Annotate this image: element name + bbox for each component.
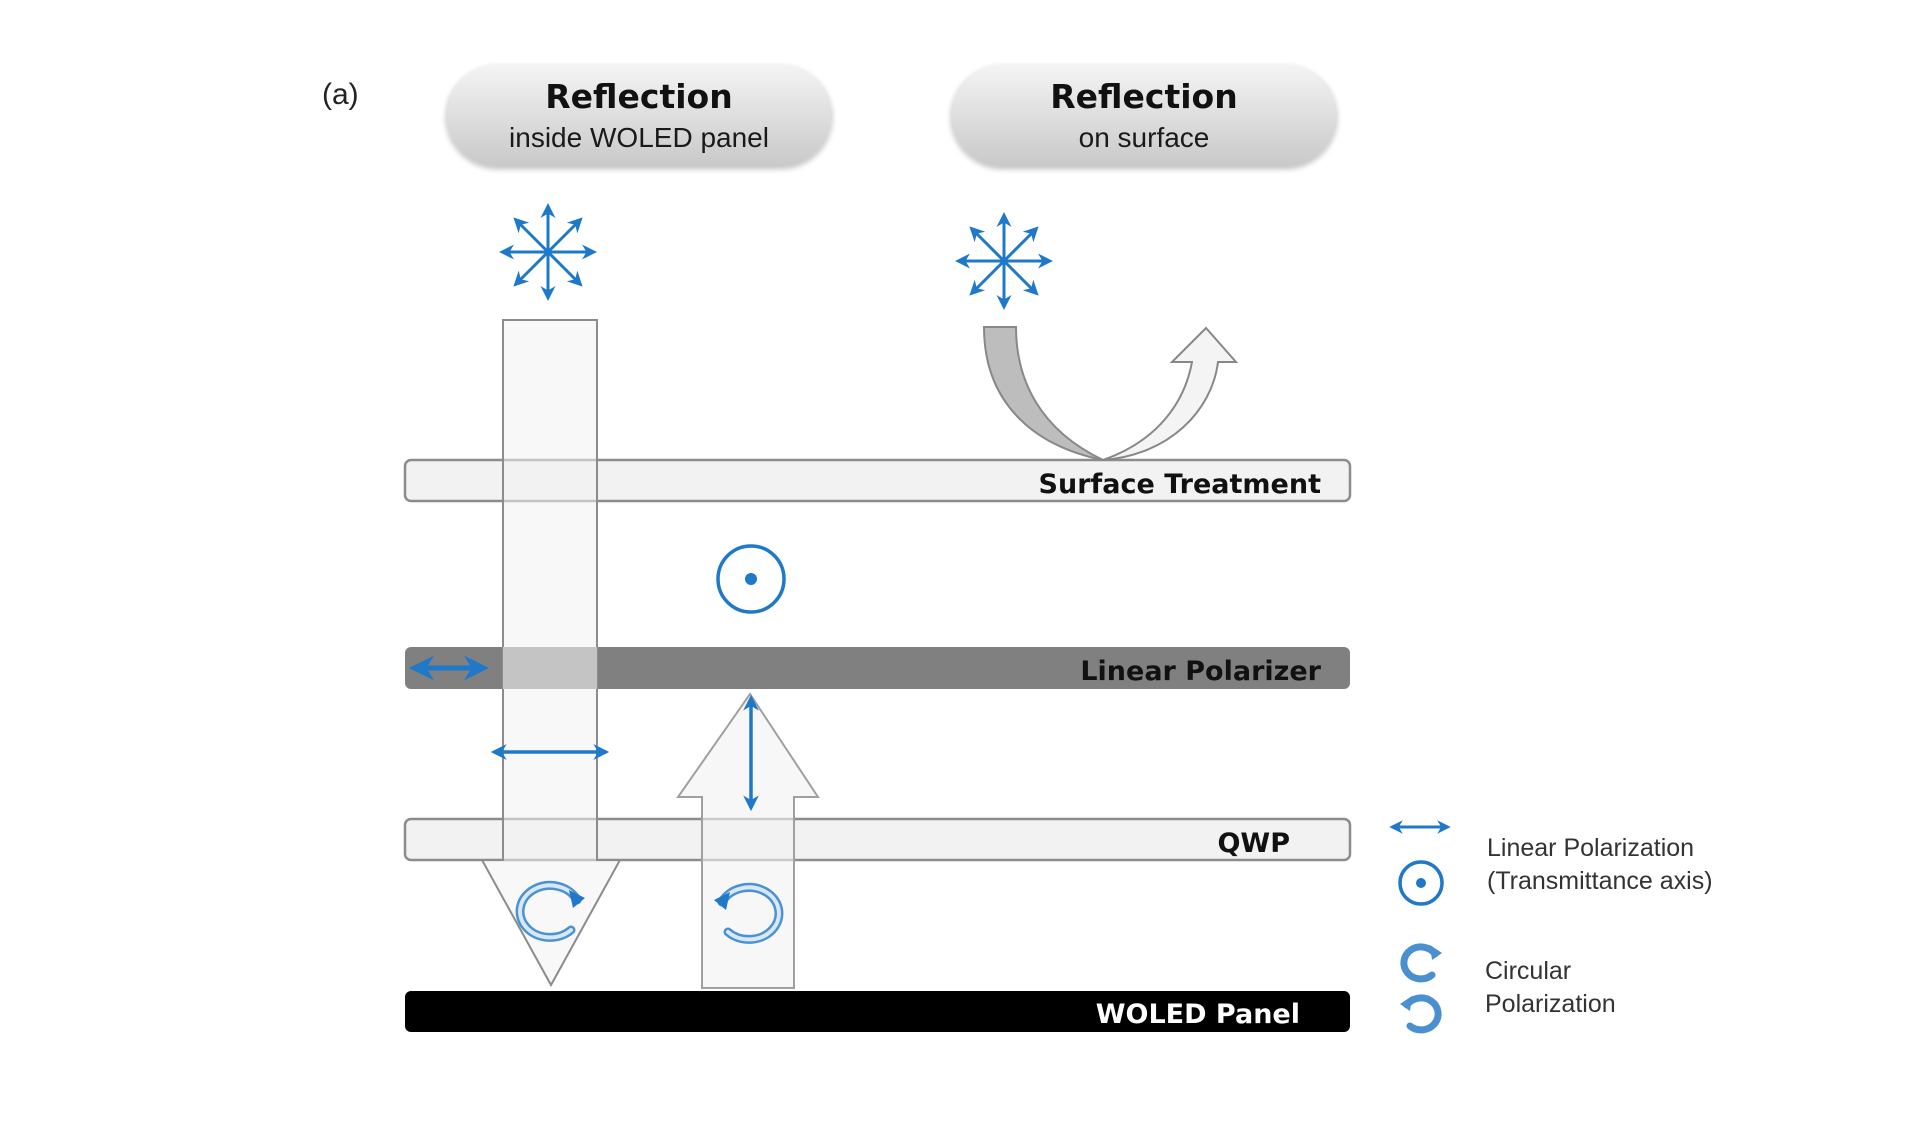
starburst-ray bbox=[513, 217, 550, 254]
unpolarized-light-icon bbox=[955, 212, 1053, 310]
incident-arrow-surface bbox=[982, 326, 1104, 461]
starburst-ray bbox=[1002, 226, 1039, 263]
layer-label-woled-panel: WOLED Panel bbox=[1096, 999, 1300, 1030]
layer-label-qwp: QWP bbox=[1217, 828, 1290, 859]
header-surface-title: Reflection bbox=[1050, 77, 1237, 116]
header-surface-subtitle: on surface bbox=[1079, 122, 1210, 153]
header-pill-inside bbox=[446, 64, 832, 166]
transmittance-axis-dot-icon bbox=[716, 544, 786, 614]
starburst-ray bbox=[546, 217, 583, 254]
incident-beam-inside bbox=[480, 319, 622, 988]
layer-label-surface-treatment: Surface Treatment bbox=[1039, 469, 1322, 500]
layer-qwp bbox=[403, 817, 1352, 862]
starburst-ray bbox=[1002, 259, 1039, 296]
circular-polarization-cw-icon bbox=[515, 880, 585, 942]
starburst-ray bbox=[969, 226, 1006, 263]
legend-linear-label-1: Linear Polarization bbox=[1487, 834, 1694, 862]
legend-circular-label-2: Polarization bbox=[1485, 990, 1616, 1018]
legend-circular-cw-icon bbox=[1400, 943, 1442, 983]
legend: Linear Polarization (Transmittance axis)… bbox=[1389, 820, 1713, 1034]
reflected-arrow-surface bbox=[1102, 326, 1239, 461]
header-inside-subtitle: inside WOLED panel bbox=[509, 122, 769, 153]
layer-surface-treatment bbox=[403, 458, 1352, 503]
starburst-ray bbox=[969, 259, 1006, 296]
layer-woled-panel bbox=[405, 991, 1350, 1032]
legend-transmittance-dot-icon bbox=[1398, 860, 1444, 906]
unpolarized-light-icon bbox=[499, 203, 597, 301]
header-pill-surface bbox=[951, 64, 1337, 166]
legend-circular-label-1: Circular bbox=[1485, 957, 1571, 985]
circular-polarization-ccw-icon bbox=[714, 882, 784, 944]
layer-linear-polarizer bbox=[405, 647, 1350, 689]
starburst-ray bbox=[546, 250, 583, 287]
header-inside-title: Reflection bbox=[545, 77, 732, 116]
layer-label-linear-polarizer: Linear Polarizer bbox=[1080, 656, 1321, 687]
starburst-ray bbox=[513, 250, 550, 287]
legend-circular-ccw-icon bbox=[1400, 994, 1442, 1034]
legend-linear-label-2: (Transmittance axis) bbox=[1487, 867, 1713, 895]
panel-label: (a) bbox=[322, 78, 359, 111]
